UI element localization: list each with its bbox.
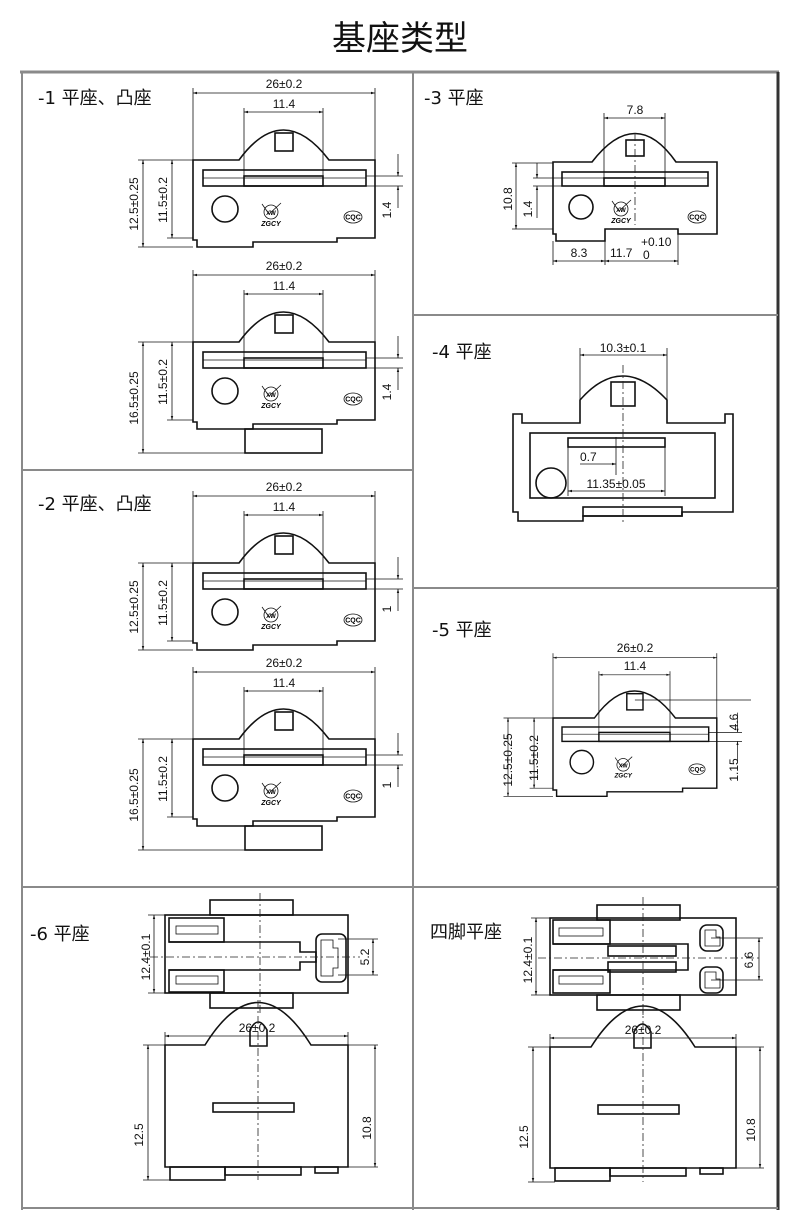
dim-slot: 1.4 (380, 201, 394, 218)
dim-width: 26±0.2 (266, 259, 303, 273)
dim-height: 16.5±0.25 (127, 768, 141, 822)
dim-width: 26±0.2 (239, 1021, 276, 1035)
dim-height: 12.5±0.25 (127, 580, 141, 634)
dim-inner-width: 11.4 (273, 500, 296, 514)
section-7: 四脚平座 12. (430, 897, 764, 1183)
dim-inner-width: 11.4 (273, 279, 296, 293)
section-1: -1 平座、凸座 26±0.2 11.4 12.5±0.25 11.5±0.2 … (38, 77, 403, 454)
dim-width: 26±0.2 (617, 641, 654, 655)
section-6: -6 平座 12.4±0.1 (30, 893, 378, 1181)
dim-front-height: 12.5 (132, 1123, 146, 1147)
dim-front-height: 12.5 (517, 1125, 531, 1149)
section-6-label: -6 平座 (30, 924, 90, 945)
dim-tolerance-upper: +0.10 (641, 235, 672, 249)
dim-slot: 1.4 (521, 200, 535, 217)
dim-bottom-left: 8.3 (571, 246, 588, 260)
page-title: 基座类型 (332, 19, 468, 59)
dim-width: 10.3±0.1 (600, 341, 647, 355)
section-2-drawing-raised (138, 667, 403, 851)
section-5-drawing (504, 653, 752, 796)
dim-height-2: 11.5±0.2 (156, 756, 170, 802)
section-2-label: -2 平座、凸座 (38, 494, 152, 515)
section-7-label: 四脚平座 (430, 922, 502, 943)
dim-width: 26±0.2 (266, 480, 303, 494)
dim-height: 12.4±0.1 (139, 933, 153, 980)
section-2-drawing-flat (138, 491, 403, 650)
dim-height: 12.5±0.25 (501, 733, 515, 787)
dim-height: 12.5±0.25 (127, 177, 141, 231)
dim-slot: 1.4 (380, 383, 394, 400)
dim-height: 10.8 (501, 187, 515, 211)
section-2: -2 平座、凸座 26±0.2 11.4 12.5±0.25 11.5±0.2 … (38, 480, 403, 851)
dim-tab-height: 4.6 (727, 713, 741, 730)
dim-front-height-2: 10.8 (744, 1118, 758, 1142)
dim-inner-width: 11.4 (624, 659, 647, 673)
dim-inner-width: 11.4 (273, 97, 296, 111)
dim-slot: 1 (380, 605, 394, 612)
dim-width: 7.8 (627, 103, 644, 117)
dim-height-2: 11.5±0.2 (156, 359, 170, 405)
section-7-top-view (531, 897, 763, 1015)
dim-width: 26±0.2 (625, 1023, 662, 1037)
section-6-front-view (143, 1000, 378, 1181)
section-6-top-view (148, 893, 378, 1015)
section-5: -5 平座 26±0.2 11.4 12.5±0.25 11.5±0.2 4.6… (432, 620, 752, 796)
section-1-drawing-raised (138, 270, 403, 454)
section-1-drawing-flat (138, 88, 403, 247)
dim-inner-width: 11.4 (273, 676, 296, 690)
section-3-label: -3 平座 (424, 88, 484, 109)
dim-width: 26±0.2 (266, 656, 303, 670)
section-4: -4 平座 10.3±0.1 0.7 11.35±0.05 (432, 341, 734, 525)
section-3: -3 平座 7.8 10.8 1.4 8.3 11.7 +0.10 0 (424, 88, 718, 265)
dim-tolerance-lower: 0 (643, 248, 650, 262)
dim-bottom-right: 11.7 (610, 246, 633, 260)
dim-height: 12.4±0.1 (521, 936, 535, 983)
dim-width: 26±0.2 (266, 77, 303, 91)
section-4-label: -4 平座 (432, 342, 492, 363)
dim-height-2: 11.5±0.2 (156, 177, 170, 223)
dim-slot: 1 (380, 781, 394, 788)
dim-height-2: 11.5±0.2 (527, 735, 541, 781)
section-1-label: -1 平座、凸座 (38, 88, 152, 109)
dim-height-2: 11.5±0.2 (156, 580, 170, 626)
dim-connector: 6.6 (742, 951, 756, 968)
dim-slot-width: 11.35±0.05 (586, 477, 645, 491)
section-5-label: -5 平座 (432, 620, 492, 641)
dim-offset: 0.7 (580, 450, 597, 464)
dim-front-height-2: 10.8 (360, 1116, 374, 1140)
section-7-front-view (528, 1005, 764, 1183)
dim-slot: 1.15 (727, 758, 741, 782)
frame-grid (20, 70, 780, 1210)
dim-height: 16.5±0.25 (127, 371, 141, 425)
dim-connector: 5.2 (358, 948, 372, 965)
